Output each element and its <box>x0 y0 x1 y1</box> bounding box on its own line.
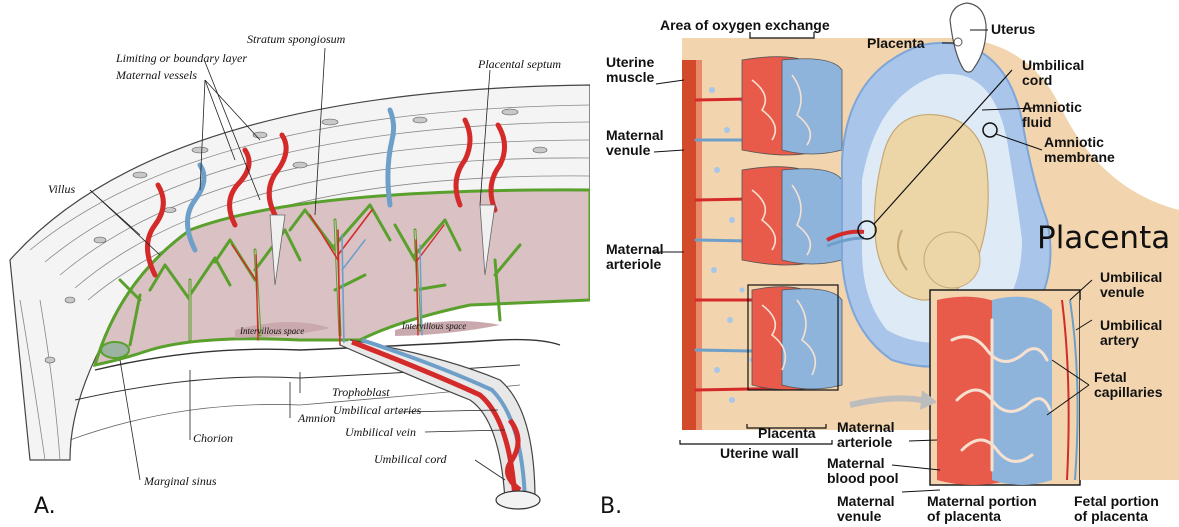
label-maternal-portion: Maternal portion of placenta <box>927 494 1037 524</box>
label-fetal-capillaries: Fetal capillaries <box>1094 370 1163 400</box>
label-maternal-venule-bottom: Maternal venule <box>837 494 895 524</box>
label-maternal-arteriole-left: Maternal arteriole <box>606 242 664 272</box>
label-umbilical-cord: Umbilical cord <box>1022 58 1084 88</box>
label-trophoblast: Trophoblast <box>332 386 390 398</box>
label-maternal-venule-left: Maternal venule <box>606 128 664 158</box>
label-uterine-wall: Uterine wall <box>720 446 799 461</box>
label-umbilical-arteries: Umbilical arteries <box>333 404 421 416</box>
label-umbilical-cord: Umbilical cord <box>374 453 447 465</box>
label-maternal-blood-pool: Maternal blood pool <box>827 456 899 486</box>
label-umbilical-vein: Umbilical vein <box>345 426 416 438</box>
label-uterus: Uterus <box>991 22 1035 37</box>
label-amnion: Amnion <box>298 412 335 424</box>
label-uterine-muscle: Uterine muscle <box>606 55 654 85</box>
placenta-section-illustration <box>0 0 590 527</box>
label-placenta-bottom: Placenta <box>758 426 816 441</box>
label-stratum-spongiosum: Stratum spongiosum <box>247 33 345 45</box>
label-maternal-vessels: Maternal vessels <box>116 69 197 81</box>
panel-a: Stratum spongiosum Limiting or boundary … <box>0 0 590 527</box>
panel-a-letter: A. <box>34 494 56 519</box>
label-placental-septum: Placental septum <box>478 58 561 70</box>
label-umbilical-venule: Umbilical venule <box>1100 270 1162 300</box>
label-intervillous-space-1: Intervillous space <box>240 327 304 336</box>
label-chorion: Chorion <box>193 432 233 444</box>
label-intervillous-space-2: Intervillous space <box>402 322 466 331</box>
label-amniotic-membrane: Amniotic membrane <box>1044 135 1115 165</box>
label-marginal-sinus: Marginal sinus <box>144 475 217 487</box>
label-maternal-arteriole-bottom: Maternal arteriole <box>837 420 895 450</box>
panel-b: Area of oxygen exchange Placenta Uterus … <box>592 0 1179 527</box>
placenta-title: Placenta <box>1037 220 1170 256</box>
label-limiting-layer: Limiting or boundary layer <box>116 52 247 64</box>
label-amniotic-fluid: Amniotic fluid <box>1022 100 1082 130</box>
label-placenta-top: Placenta <box>867 36 925 51</box>
label-fetal-portion: Fetal portion of placenta <box>1074 494 1159 524</box>
label-umbilical-artery: Umbilical artery <box>1100 318 1162 348</box>
label-villus: Villus <box>48 183 75 195</box>
label-area-oxygen-exchange: Area of oxygen exchange <box>660 18 830 33</box>
panel-b-letter: B. <box>600 494 622 519</box>
